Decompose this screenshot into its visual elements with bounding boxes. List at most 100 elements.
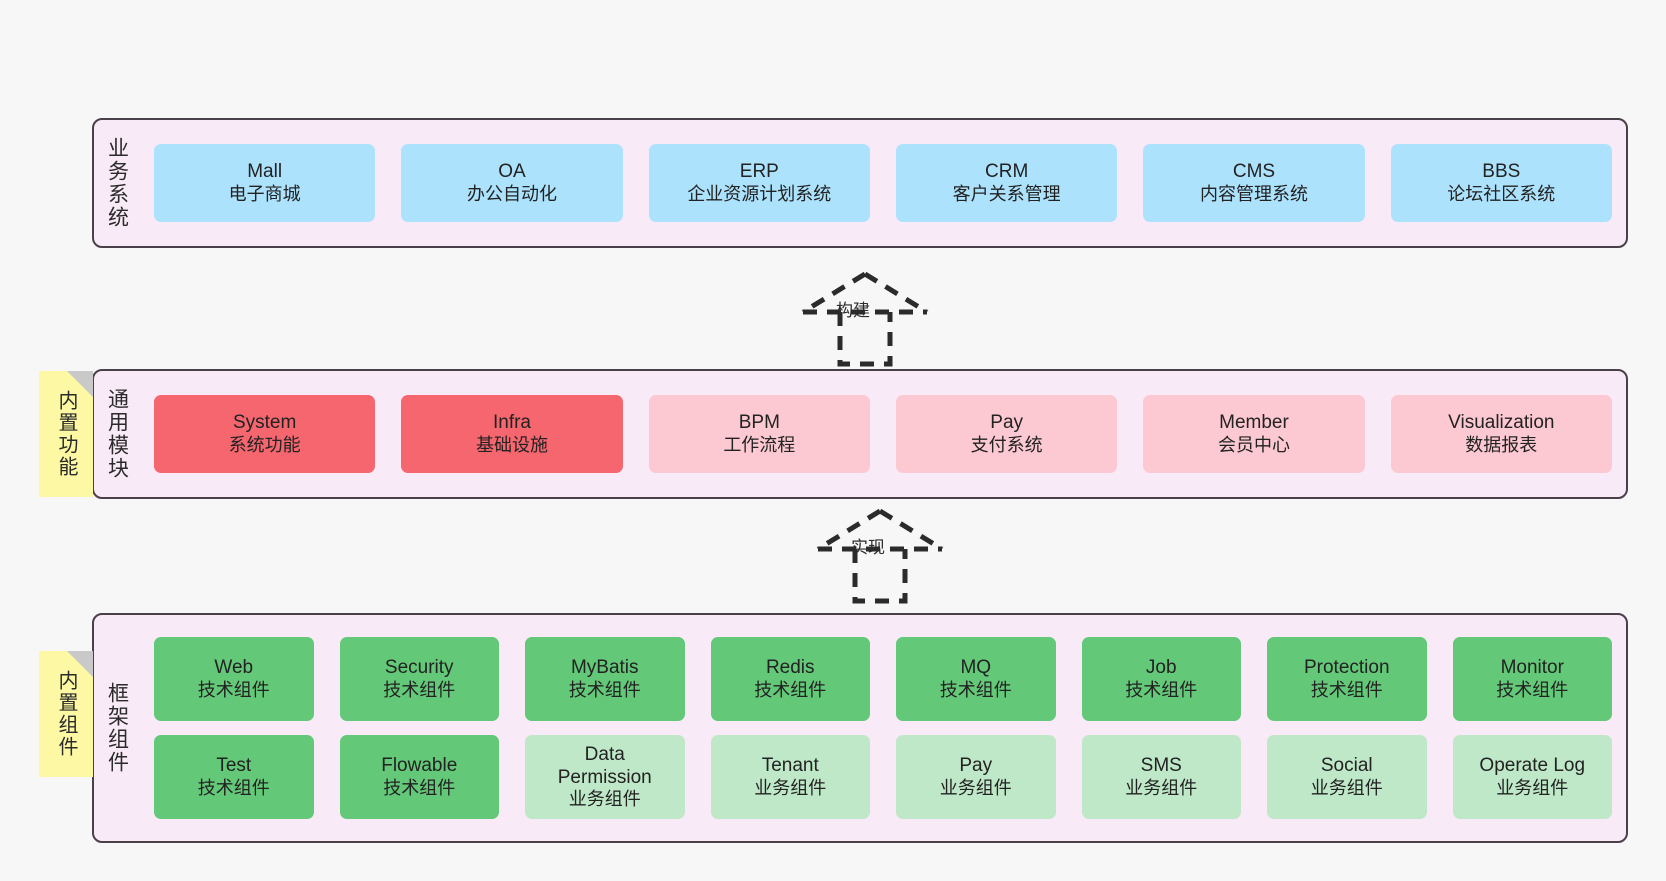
connector-build-label: 构建 xyxy=(836,301,870,320)
card-subtitle: 业务组件 xyxy=(568,789,641,810)
card-operate-log[interactable]: Operate Log 业务组件 xyxy=(1452,735,1612,819)
sticky-note-label: 内置功能 xyxy=(55,390,77,478)
card-mybatis[interactable]: MyBatis 技术组件 xyxy=(525,637,685,721)
card-title: Protection xyxy=(1303,657,1390,679)
layer-business-systems: 业务系统 Mall 电子商城 OA 办公自动化 ERP 企业资源计划系统 CRM… xyxy=(92,118,1628,248)
card-tenant[interactable]: Tenant 业务组件 xyxy=(710,735,870,819)
card-title: Web xyxy=(214,657,254,679)
sticky-note-builtin-features[interactable]: 内置功能 xyxy=(39,371,93,497)
card-cms[interactable]: CMS 内容管理系统 xyxy=(1143,144,1365,222)
card-test[interactable]: Test 技术组件 xyxy=(154,735,314,819)
card-title: Test xyxy=(216,755,252,777)
card-subtitle: 办公自动化 xyxy=(466,183,557,204)
card-title: Social xyxy=(1320,755,1373,777)
card-subtitle: 客户关系管理 xyxy=(952,183,1061,204)
card-social[interactable]: Social 业务组件 xyxy=(1267,735,1427,819)
card-subtitle: 基础设施 xyxy=(475,434,548,455)
card-subtitle: 业务组件 xyxy=(1496,777,1569,798)
card-title: System xyxy=(232,412,297,434)
sticky-note-builtin-components[interactable]: 内置组件 xyxy=(39,651,93,777)
card-subtitle: 技术组件 xyxy=(1496,679,1569,700)
card-protection[interactable]: Protection 技术组件 xyxy=(1267,637,1427,721)
card-subtitle: 内容管理系统 xyxy=(1199,183,1308,204)
card-subtitle: 数据报表 xyxy=(1465,434,1538,455)
card-data-permission[interactable]: Data Permission 业务组件 xyxy=(525,735,685,819)
card-title: Mall xyxy=(247,161,283,183)
card-subtitle: 业务组件 xyxy=(1125,777,1198,798)
card-row: Test 技术组件 Flowable 技术组件 Data Permission … xyxy=(154,735,1612,819)
layer-framework-components: 框架组件 Web 技术组件 Security 技术组件 MyBatis 技术组件… xyxy=(92,613,1628,843)
connector-build: 构建 xyxy=(790,268,940,368)
card-subtitle: 技术组件 xyxy=(1310,679,1383,700)
card-title: Infra xyxy=(492,412,531,434)
folded-corner-icon xyxy=(67,371,93,397)
card-subtitle: 支付系统 xyxy=(970,434,1043,455)
card-title: CRM xyxy=(985,161,1029,183)
card-subtitle: 企业资源计划系统 xyxy=(687,183,832,204)
card-title: BBS xyxy=(1482,161,1521,183)
card-subtitle: 业务组件 xyxy=(754,777,827,798)
layer-body-framework-components: Web 技术组件 Security 技术组件 MyBatis 技术组件 Redi… xyxy=(140,615,1626,841)
card-title: Pay xyxy=(959,755,993,777)
card-subtitle: 业务组件 xyxy=(939,777,1012,798)
sticky-note-label: 内置组件 xyxy=(55,670,77,758)
card-redis[interactable]: Redis 技术组件 xyxy=(710,637,870,721)
card-pay-component[interactable]: Pay 业务组件 xyxy=(896,735,1056,819)
card-mq[interactable]: MQ 技术组件 xyxy=(896,637,1056,721)
card-bpm[interactable]: BPM 工作流程 xyxy=(648,395,870,473)
card-subtitle: 技术组件 xyxy=(197,679,270,700)
card-infra[interactable]: Infra 基础设施 xyxy=(401,395,623,473)
card-member[interactable]: Member 会员中心 xyxy=(1143,395,1365,473)
card-title: Pay xyxy=(990,412,1024,434)
card-title: SMS xyxy=(1140,755,1182,777)
card-crm[interactable]: CRM 客户关系管理 xyxy=(895,144,1118,222)
card-erp[interactable]: ERP 企业资源计划系统 xyxy=(648,144,870,222)
card-title: Flowable xyxy=(381,755,458,777)
card-subtitle: 技术组件 xyxy=(568,679,641,700)
card-subtitle: 技术组件 xyxy=(939,679,1012,700)
card-oa[interactable]: OA 办公自动化 xyxy=(401,144,623,222)
card-title: Operate Log xyxy=(1479,755,1586,777)
card-title: MQ xyxy=(960,657,992,679)
card-sms[interactable]: SMS 业务组件 xyxy=(1081,735,1241,819)
card-visualization[interactable]: Visualization 数据报表 xyxy=(1390,395,1612,473)
card-title: Visualization xyxy=(1448,412,1555,434)
card-bbs[interactable]: BBS 论坛社区系统 xyxy=(1390,144,1612,222)
card-pay-module[interactable]: Pay 支付系统 xyxy=(895,395,1118,473)
card-mall[interactable]: Mall 电子商城 xyxy=(154,144,376,222)
card-subtitle: 技术组件 xyxy=(754,679,827,700)
card-security[interactable]: Security 技术组件 xyxy=(339,637,499,721)
card-flowable[interactable]: Flowable 技术组件 xyxy=(339,735,499,819)
card-subtitle: 会员中心 xyxy=(1217,434,1290,455)
card-subtitle: 技术组件 xyxy=(197,777,270,798)
card-subtitle: 技术组件 xyxy=(383,679,456,700)
card-title: Security xyxy=(384,657,454,679)
card-subtitle: 工作流程 xyxy=(723,434,796,455)
card-subtitle: 技术组件 xyxy=(1125,679,1198,700)
card-job[interactable]: Job 技术组件 xyxy=(1081,637,1241,721)
card-title: Monitor xyxy=(1500,657,1564,679)
layer-body-business-systems: Mall 电子商城 OA 办公自动化 ERP 企业资源计划系统 CRM 客户关系… xyxy=(140,120,1626,246)
card-row: System 系统功能 Infra 基础设施 BPM 工作流程 Pay 支付系统… xyxy=(154,395,1612,473)
card-subtitle: 业务组件 xyxy=(1310,777,1383,798)
card-title: ERP xyxy=(739,161,779,183)
card-web[interactable]: Web 技术组件 xyxy=(154,637,314,721)
card-subtitle: 电子商城 xyxy=(228,183,301,204)
card-title: MyBatis xyxy=(570,657,639,679)
layer-title-business-systems: 业务系统 xyxy=(105,137,129,229)
card-monitor[interactable]: Monitor 技术组件 xyxy=(1452,637,1612,721)
card-row: Mall 电子商城 OA 办公自动化 ERP 企业资源计划系统 CRM 客户关系… xyxy=(154,144,1612,222)
card-subtitle: 系统功能 xyxy=(228,434,301,455)
folded-corner-icon xyxy=(67,651,93,677)
layer-title-common-modules: 通用模块 xyxy=(105,388,129,480)
connector-implement-label: 实现 xyxy=(851,538,885,557)
connector-implement: 实现 xyxy=(805,505,955,605)
card-title: Member xyxy=(1219,412,1289,434)
layer-title-framework-components: 框架组件 xyxy=(105,682,129,774)
card-title: Redis xyxy=(765,657,815,679)
card-system[interactable]: System 系统功能 xyxy=(154,395,376,473)
layer-body-common-modules: System 系统功能 Infra 基础设施 BPM 工作流程 Pay 支付系统… xyxy=(140,371,1626,497)
card-title: BPM xyxy=(738,412,780,434)
layer-common-modules: 通用模块 System 系统功能 Infra 基础设施 BPM 工作流程 Pay… xyxy=(92,369,1628,499)
